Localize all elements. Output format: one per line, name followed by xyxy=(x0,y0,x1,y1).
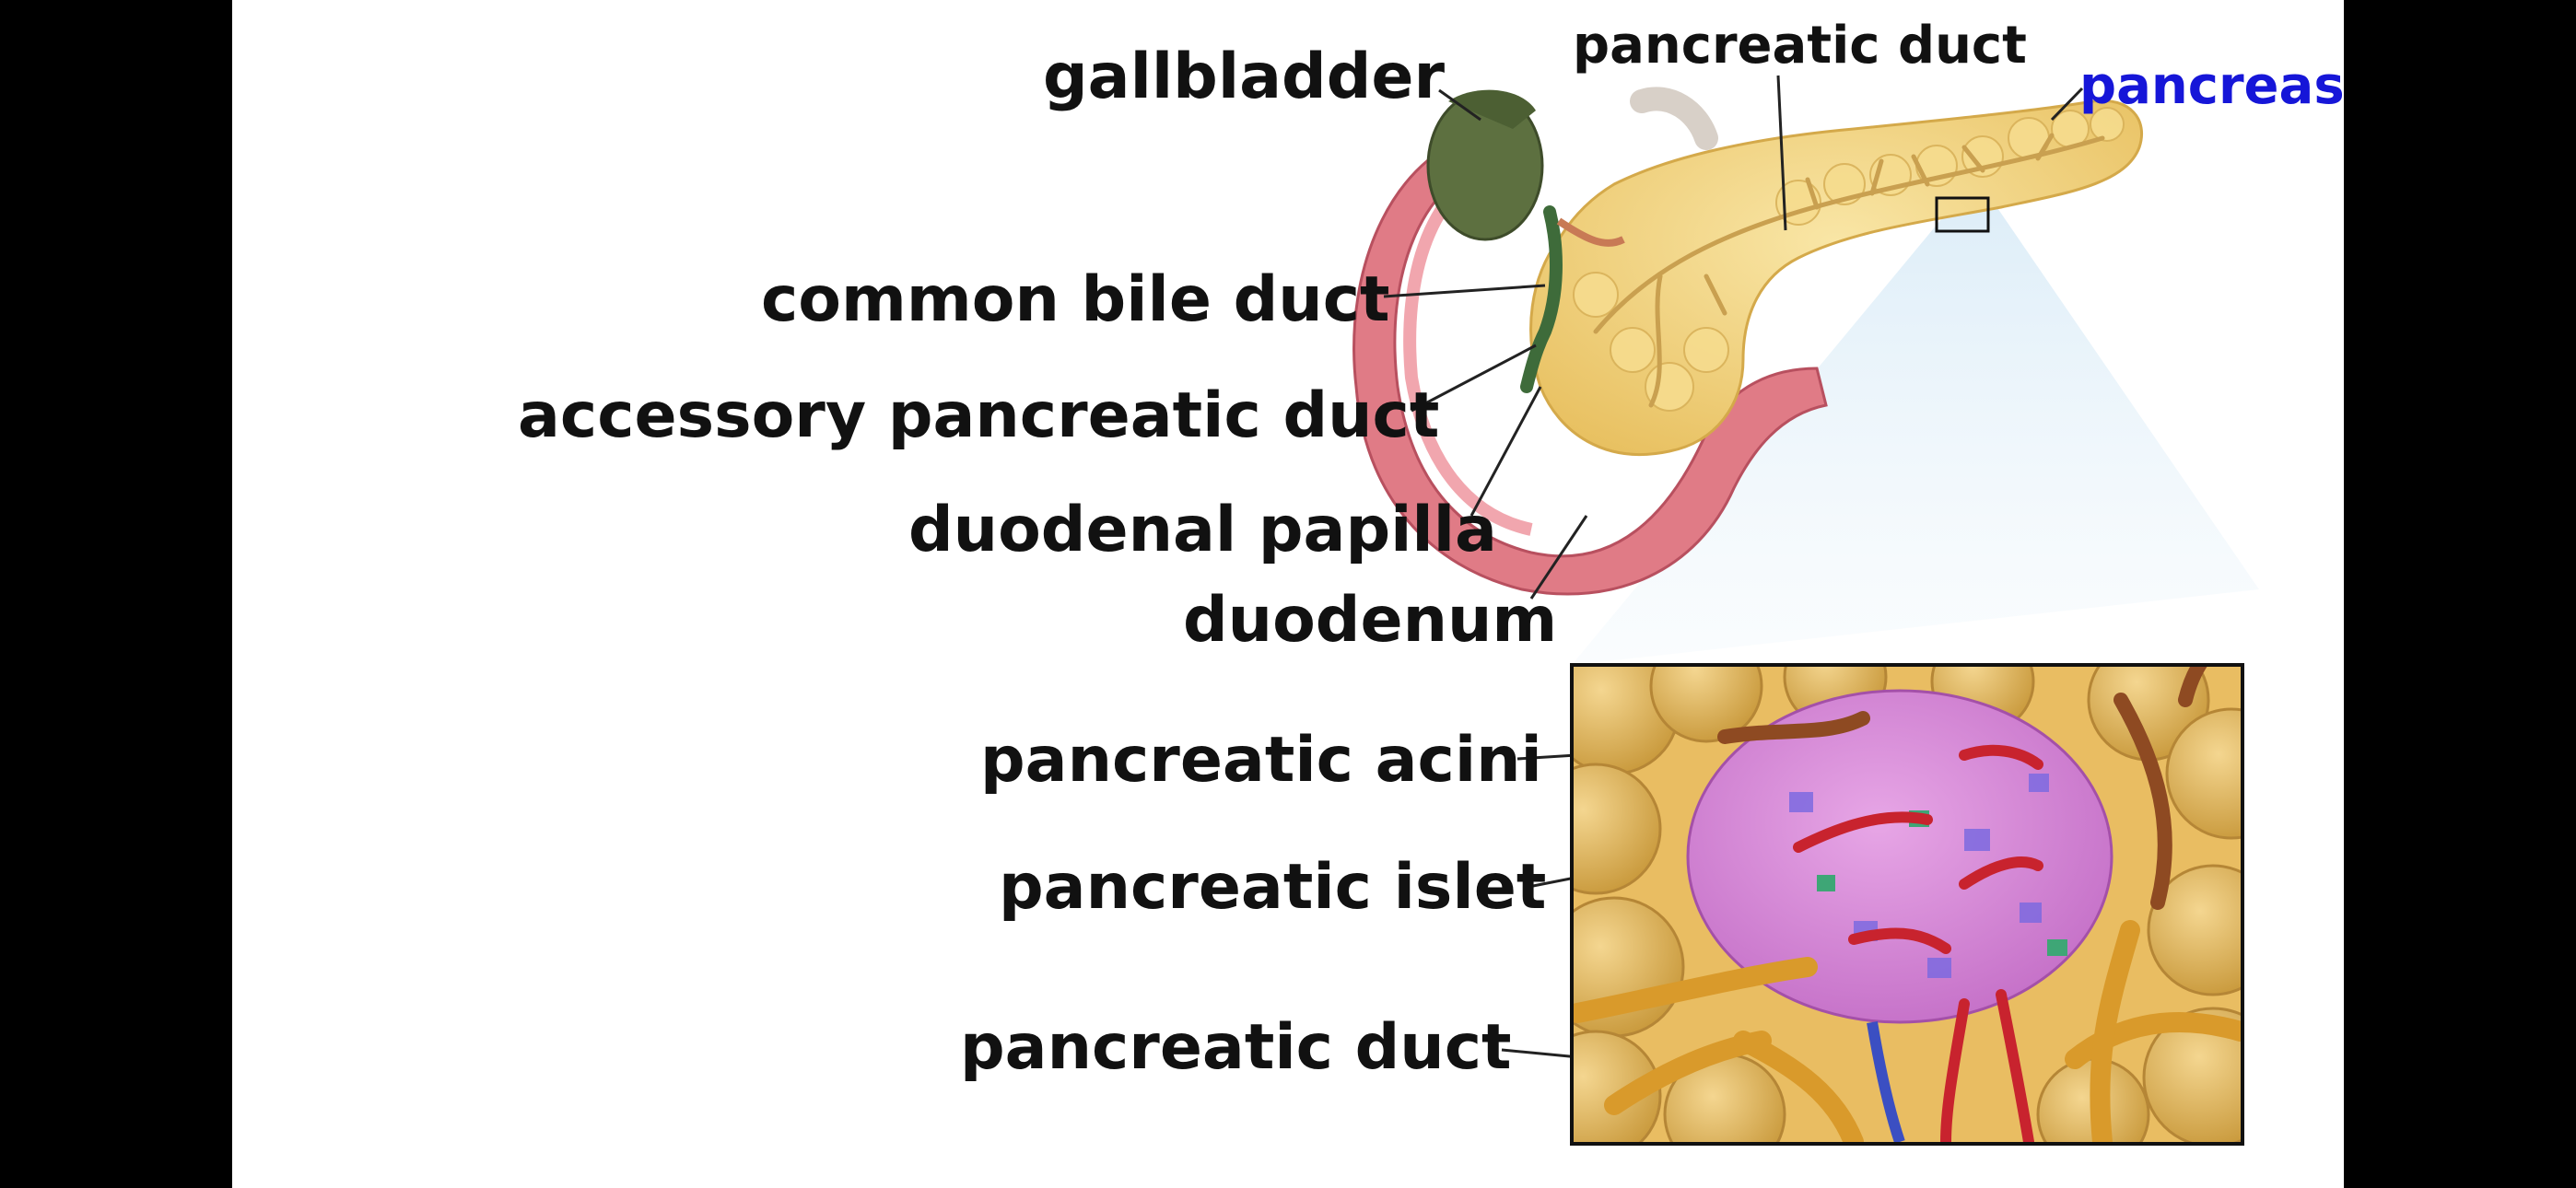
diagram-canvas: gallbladder pancreatic duct pancreas com… xyxy=(232,0,2344,1188)
zoom-beam xyxy=(1572,203,2259,665)
anatomy-illustration xyxy=(1352,75,2259,1146)
label-duodenal-papilla: duodenal papilla xyxy=(908,494,1497,566)
label-gallbladder: gallbladder xyxy=(1043,41,1446,113)
pancreas-shape xyxy=(1529,99,2144,456)
label-duodenum: duodenum xyxy=(1183,584,1558,657)
label-pancreatic-acini: pancreatic acini xyxy=(980,724,1542,797)
label-pancreas: pancreas xyxy=(2079,56,2344,116)
zoom-box xyxy=(1935,196,1990,233)
islet-shape xyxy=(1686,689,2113,1024)
label-pancreatic-duct-bottom: pancreatic duct xyxy=(960,1011,1512,1084)
label-pancreatic-islet: pancreatic islet xyxy=(999,851,1547,924)
left-letterbox xyxy=(0,0,232,1188)
common-bile-duct-shape xyxy=(1520,205,1563,393)
label-accessory-pancreatic-duct: accessory pancreatic duct xyxy=(518,379,1440,452)
pancreatic-duct-network xyxy=(1593,133,2105,408)
label-common-bile-duct: common bile duct xyxy=(761,263,1390,336)
right-letterbox xyxy=(2344,0,2576,1188)
label-pancreatic-duct-top: pancreatic duct xyxy=(1573,16,2027,76)
inset-illustration xyxy=(1572,665,2242,1144)
inset-frame xyxy=(1570,663,2244,1146)
